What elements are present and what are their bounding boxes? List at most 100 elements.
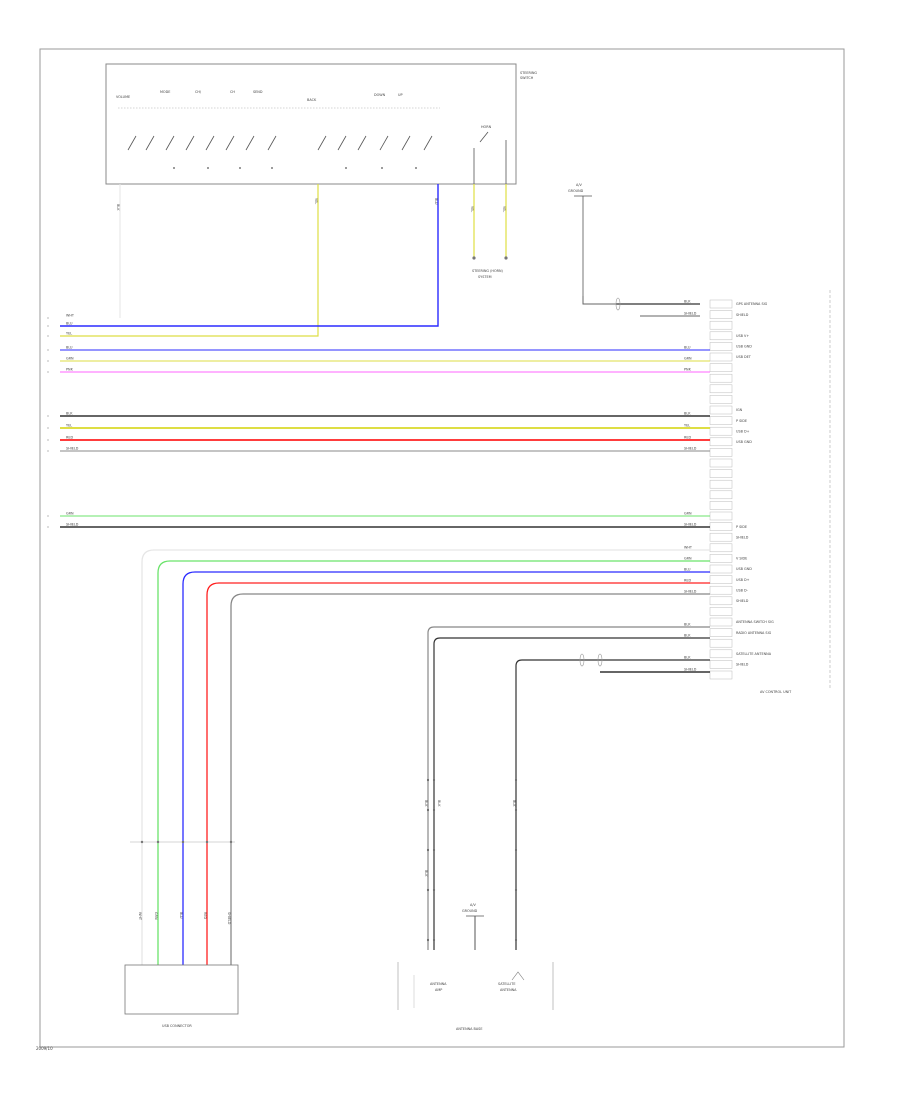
wire-tag: YEL	[314, 198, 318, 204]
connector-pin	[709, 416, 733, 425]
pin-label: GPS ANTENNA SIG	[736, 302, 768, 306]
pin-label: USB D-	[736, 588, 749, 592]
pin-label: USB D+	[736, 578, 750, 582]
connector-pin	[709, 522, 733, 531]
satellite-label-1: SATELLITE	[498, 982, 515, 986]
antenna-amp-label-1: ANTENNA	[430, 982, 447, 986]
connector-pin	[709, 299, 733, 309]
wire-tag: SHIELD	[684, 590, 697, 594]
pin-label: V SIDE	[736, 557, 747, 561]
connector-pin	[709, 660, 733, 669]
wire-tag: SHIELD	[684, 447, 697, 451]
wire-index-dot	[47, 515, 49, 517]
wire-tag: YEL	[470, 206, 474, 212]
wire-index-dot	[47, 335, 49, 337]
wire-tag: SHIELD	[66, 447, 79, 451]
usb-wire	[141, 549, 710, 965]
diagram-frame	[39, 48, 845, 1048]
pin-label: USB GND	[736, 345, 752, 349]
connector-pin	[709, 405, 733, 415]
wire-tag: BLK	[684, 412, 691, 416]
usb-wire-tag: WHT	[138, 912, 142, 921]
connector-pin	[709, 638, 733, 648]
wire-tag: PNK	[684, 368, 692, 372]
antenna-wire	[433, 637, 710, 950]
connector-dot	[432, 938, 436, 942]
horn-system-ground: STEERING (HORN) SYSTEM	[472, 256, 508, 279]
switch-label: BACK	[307, 98, 317, 102]
wire-tag: YEL	[66, 424, 72, 428]
wire-tag: SHIELD	[684, 523, 697, 527]
shield-marker	[597, 653, 603, 667]
pin-label: SHIELD	[736, 663, 749, 667]
connector-pin	[709, 490, 733, 500]
pin-label: IGN	[736, 408, 743, 412]
connector-dot	[426, 808, 430, 812]
wire-tag: BLK	[684, 656, 691, 660]
wire-index-dot	[47, 439, 49, 441]
connector-pin	[709, 458, 733, 468]
wire-index-dot	[47, 371, 49, 373]
connector-dot	[426, 848, 430, 852]
wire-index-dot	[47, 360, 49, 362]
diagram-code: 2009/10	[36, 1046, 53, 1051]
connector-pin	[709, 564, 733, 574]
connector-pin	[709, 342, 733, 351]
antenna-ground-label-1: A/V	[470, 903, 476, 907]
connector-pin	[709, 384, 733, 394]
antenna-wire-tag: BLK	[512, 800, 516, 807]
usb-connector-label: USB CONNECTOR	[162, 1024, 192, 1028]
pin-label: USB GND	[736, 440, 752, 444]
splice-dot	[181, 840, 185, 844]
wire-tag: PNK	[66, 368, 74, 372]
wire-index-dot	[47, 325, 49, 327]
connector-pin	[709, 437, 733, 447]
wire-tag: YEL	[502, 206, 506, 212]
wire-tag: BLU	[434, 198, 438, 205]
connector-pin	[709, 448, 733, 457]
antenna-wire	[515, 659, 710, 950]
wire-tag: BLK	[684, 634, 691, 638]
antenna-base-label: ANTENNA BASE	[456, 1027, 482, 1031]
pin-label: SATELLITE ANTENNA	[736, 652, 772, 656]
usb-wire-tag: SHIELD	[227, 912, 231, 925]
connector-pin	[709, 596, 733, 606]
switch-label: VOLUME	[116, 95, 130, 99]
usb-wire	[182, 571, 710, 965]
wire-index-dot	[47, 415, 49, 417]
steering-wire-tags: BLK YEL BLU YEL YEL	[116, 198, 506, 212]
wire-tag: GRN	[66, 512, 74, 516]
wire-tag: BLU	[66, 322, 73, 326]
switch-label: DOWN	[374, 93, 386, 97]
connector-pin	[709, 320, 733, 330]
switch-label: CH/	[195, 90, 202, 94]
wire-tag: WHT	[684, 546, 693, 550]
connector-dot	[514, 778, 518, 782]
wire-tag: SHIELD	[684, 668, 697, 672]
connector-pin	[709, 607, 733, 616]
connector-pin	[709, 585, 733, 595]
connector-pin	[709, 511, 733, 521]
usb-wire-tag: BLU	[179, 912, 183, 919]
wire-index-dot	[47, 427, 49, 429]
ground-label-2: GROUND	[568, 189, 584, 193]
connector-pin	[709, 395, 733, 404]
splice-dot	[140, 840, 144, 844]
wire-index-dot	[47, 349, 49, 351]
pin-label: USB GND	[736, 567, 752, 571]
ground-top: A/V GROUND	[568, 183, 700, 317]
usb-wire	[157, 560, 710, 965]
connector-pin	[709, 649, 733, 659]
wire-index-dot	[47, 450, 49, 452]
connector-pin	[709, 363, 733, 372]
wire-tag: BLU	[66, 346, 73, 350]
usb-wire	[230, 593, 710, 965]
connector-pin	[709, 554, 733, 563]
connector-dot	[432, 778, 436, 782]
antenna-base: ANTENNA AMP SATELLITE ANTENNA ANTENNA BA…	[397, 903, 554, 1031]
switch-label: UP	[398, 93, 403, 97]
connector-pin	[709, 628, 733, 637]
shield-marker	[579, 653, 585, 667]
connector-dot	[514, 808, 518, 812]
